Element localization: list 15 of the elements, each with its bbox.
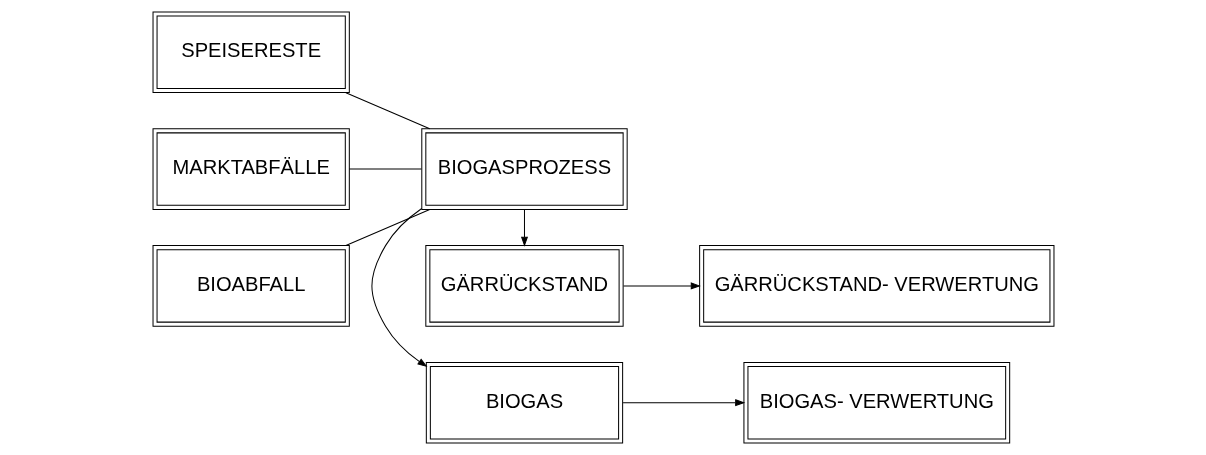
node-box: SPEISERESTE <box>152 11 350 94</box>
node-box: GÄRRÜCKSTAND- VERWERTUNG <box>698 245 1054 327</box>
arrow <box>622 282 701 290</box>
node-box: BIOGAS- VERWERTUNG <box>742 361 1010 444</box>
connector <box>344 208 430 247</box>
node-box: BIOABFALL <box>152 245 350 327</box>
arrow <box>520 209 528 247</box>
arrow <box>622 399 745 407</box>
arrow <box>370 208 427 368</box>
connector <box>344 92 430 130</box>
node-box: MARKTABFÄLLE <box>152 128 350 210</box>
node-box: BIOGASPROZESS <box>420 128 628 210</box>
connector <box>348 168 422 170</box>
node-box: GÄRRÜCKSTAND <box>424 245 624 327</box>
node-box: BIOGAS <box>425 361 623 444</box>
